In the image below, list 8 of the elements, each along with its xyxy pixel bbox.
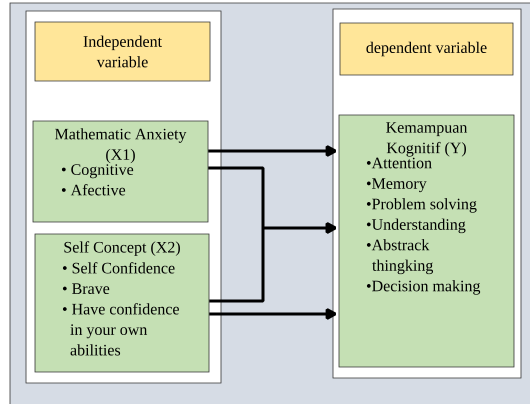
variable-box: Kemampuan Kognitif (Y) •Attention •Memory •Problem solving •Understanding •Abstrack thingking •Decision making xyxy=(338,114,514,368)
arrow xyxy=(209,308,337,320)
variable-box: Self Concept (X2) • Self Confidence • Brave • Have confidence in your own abilities xyxy=(34,234,210,372)
arrow xyxy=(208,145,337,157)
variable-box: Mathematic Anxiety (X1) • Cognitive • Afective xyxy=(32,120,208,222)
heading-box: Independent variable xyxy=(34,22,210,82)
arrow xyxy=(209,222,337,302)
heading-box: dependent variable xyxy=(340,22,514,76)
